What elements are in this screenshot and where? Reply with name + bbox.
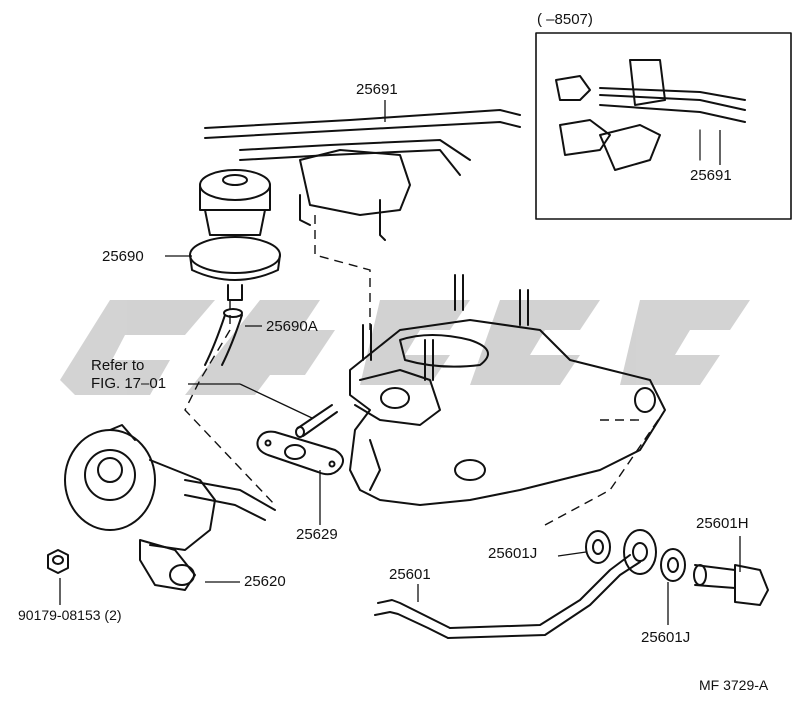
part-label-90179: 90179-08153 (2) (18, 607, 122, 623)
egr-pipe-drawing (374, 529, 657, 639)
part-label-25691-inset: 25691 (690, 167, 732, 184)
inset-header: ( –8507) (537, 11, 593, 28)
union-bolt-drawing (693, 564, 769, 606)
part-label-25601j-upper: 25601J (488, 545, 538, 562)
dashed-guide-lines (184, 215, 666, 526)
washer-drawing-lower (660, 548, 686, 582)
gasket-drawing (256, 430, 345, 476)
part-label-25601: 25601 (389, 566, 431, 583)
part-label-25620: 25620 (244, 573, 286, 590)
refer-fig-label: FIG. 17–01 (91, 375, 167, 392)
inset-bracket-drawing (555, 59, 746, 171)
part-label-25690a: 25690A (266, 318, 318, 335)
leader-lines (59, 100, 741, 625)
egr-valve-drawing (64, 424, 276, 591)
watermark-logo (60, 300, 750, 395)
part-label-25601j-lower: 25601J (641, 629, 691, 646)
egr-vacuum-modulator-drawing (189, 169, 281, 301)
figure-code: MF 3729-A (699, 677, 769, 693)
nut-drawing (47, 549, 69, 574)
vsv-bracket-drawing (204, 109, 521, 241)
part-label-25690: 25690 (102, 248, 144, 265)
refer-to-label: Refer to (91, 357, 145, 374)
vacuum-hose-drawing (204, 308, 243, 366)
part-label-25601h: 25601H (696, 515, 749, 532)
washer-drawing-upper (585, 530, 611, 564)
part-label-25691-top: 25691 (356, 81, 398, 98)
part-label-25629: 25629 (296, 526, 338, 543)
stud-bolt-drawing (295, 404, 338, 438)
intake-manifold-drawing (349, 274, 666, 506)
inset-box (535, 32, 792, 220)
